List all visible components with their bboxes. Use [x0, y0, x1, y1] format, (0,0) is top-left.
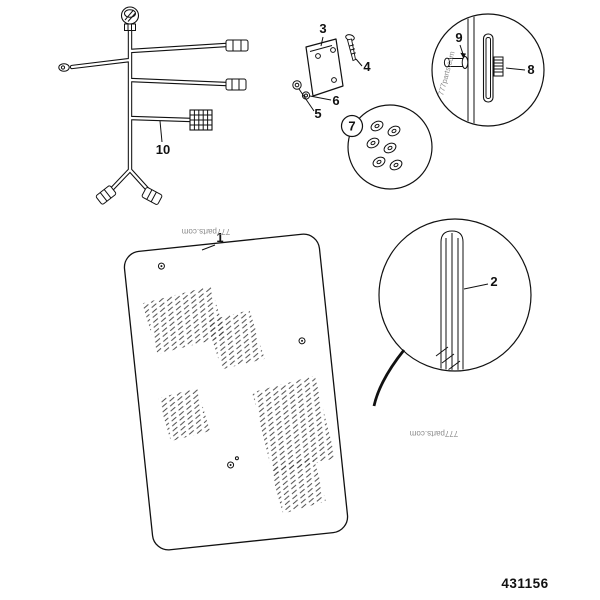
watermark-top: 777parts.com — [181, 227, 230, 236]
seal-strip-detail-circle: 2 — [372, 218, 532, 407]
callout-9-label: 9 — [455, 30, 462, 45]
harness-leg-connector-right — [141, 187, 163, 205]
callout-10-label: 10 — [156, 142, 170, 157]
heater-patch — [270, 456, 326, 514]
ribbed-knob — [493, 56, 504, 77]
callout-8-label: 8 — [527, 62, 534, 77]
harness-leg-connector-left — [95, 185, 117, 205]
latch-bar — [482, 33, 494, 103]
heater-patch — [158, 388, 210, 442]
screw — [345, 34, 357, 62]
callout-3-label: 3 — [319, 21, 326, 36]
mounting-hole — [157, 262, 165, 270]
mounting-hole — [234, 456, 239, 461]
washer-item-5 — [292, 80, 302, 90]
watermark-circle: 777parts.com — [436, 50, 456, 96]
leader-line-1 — [201, 244, 216, 251]
harness-round-connector — [120, 6, 140, 31]
heater-patch — [206, 310, 265, 370]
watermark-right: 777parts.com — [409, 429, 458, 438]
glass-panel — [123, 233, 349, 551]
seal-strip — [435, 230, 464, 370]
leader-line-5 — [298, 88, 315, 112]
callout-5-label: 5 — [314, 106, 321, 121]
part-number: 431156 — [501, 576, 548, 591]
mounting-hole — [227, 461, 235, 469]
wiring-harness: 10 — [58, 6, 249, 205]
callout-7-circle — [340, 114, 364, 138]
callout-1-label: 1 — [216, 230, 223, 245]
leader-line-8 — [505, 67, 526, 71]
detail-pointer-curve — [372, 349, 406, 407]
grommets — [366, 120, 403, 171]
bracket-assembly: 3 4 5 6 — [292, 21, 371, 121]
leader-line-2 — [463, 283, 489, 290]
heater-patch — [142, 286, 227, 354]
harness-plug-lower — [225, 78, 247, 91]
door-pillar-lines — [467, 16, 475, 124]
latch-detail-circle: 777parts.com 9 8 — [431, 13, 545, 127]
harness-ring-terminal — [58, 63, 70, 72]
striker-pin — [443, 56, 469, 69]
callout-2-label: 2 — [490, 274, 497, 289]
arrowhead-9 — [460, 52, 466, 59]
heater-patch — [252, 375, 336, 475]
leader-line-6 — [309, 95, 332, 101]
callout-7-label: 7 — [348, 119, 355, 134]
callout-4-label: 4 — [363, 59, 371, 74]
break-dashes — [435, 346, 461, 370]
bracket-plate — [305, 38, 344, 97]
harness-grid-connector — [189, 109, 213, 131]
harness-plug-upper — [225, 39, 249, 52]
leader-line-9 — [459, 44, 464, 55]
grommet-detail-circle: 7 — [340, 104, 433, 190]
leader-line-3 — [320, 36, 324, 47]
leader-line-4 — [355, 58, 363, 67]
callout-6-label: 6 — [332, 93, 339, 108]
mounting-hole — [298, 337, 306, 345]
leader-line-10 — [159, 120, 163, 143]
